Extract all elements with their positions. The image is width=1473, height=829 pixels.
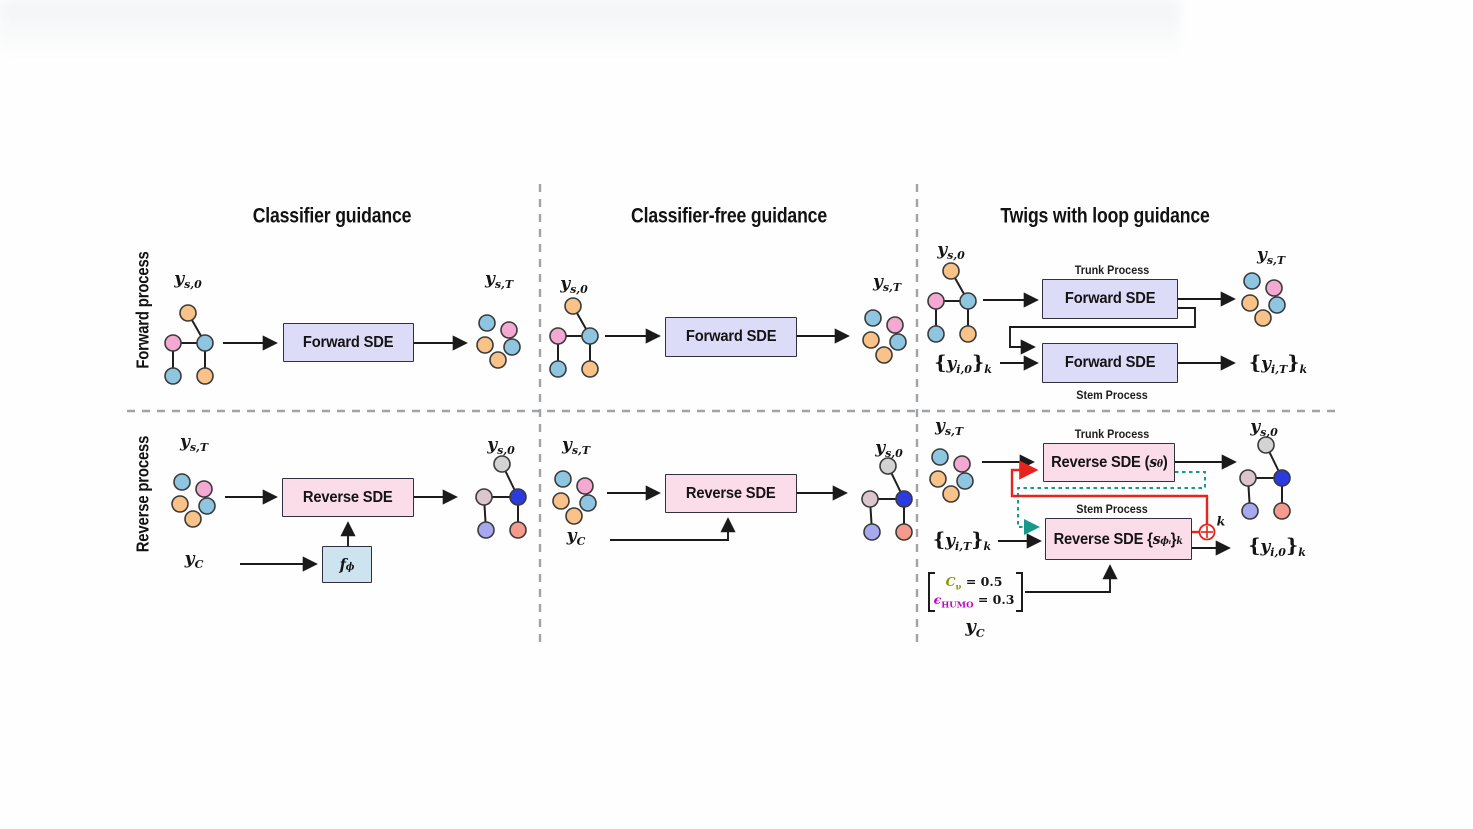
condition-cv: Cν = 0.5 (945, 573, 1003, 593)
label-y-s0: ys,0 (1250, 416, 1278, 440)
column-title-twigs-loop-guidance: Twigs with loop guidance (1000, 203, 1210, 228)
label-y-sT: ys,T (561, 434, 591, 458)
flow-arrows (223, 291, 1237, 593)
molecule-graph-output (1239, 436, 1291, 520)
molecule-graph-input (549, 297, 599, 378)
condition-ehumo: ϵHUMO = 0.3 (933, 591, 1015, 611)
label-y-s0: ys,0 (937, 239, 965, 263)
label-y-sT: ys,T (179, 431, 209, 455)
row-label-forward-process: Forward process (132, 251, 153, 369)
molecule-graph-input (927, 262, 977, 343)
trunk-forward-sde-box: Forward SDE (1042, 279, 1178, 319)
reverse-sde-label: Reverse SDE (686, 484, 776, 502)
label-y-s0: ys,0 (875, 437, 903, 461)
forward-sde-box: Forward SDE (665, 317, 797, 357)
forward-sde-label: Forward SDE (1064, 354, 1156, 371)
label-y-sT: ys,T (872, 271, 902, 295)
column-title-classifier-free-guidance: Classifier-free guidance (631, 203, 827, 228)
trunk-process-caption: Trunk Process (1074, 263, 1150, 277)
reverse-sde-label: Reverse SDE (303, 488, 393, 506)
molecule-graph-input (164, 304, 214, 385)
label-y-C: yC (566, 525, 586, 549)
label-y-sT: ys,T (484, 268, 514, 292)
noisy-dots (476, 314, 521, 369)
stem-forward-sde-box: Forward SDE (1042, 343, 1178, 383)
noisy-dots (171, 473, 216, 528)
panel-dividers (127, 184, 1341, 644)
reverse-sde-box: Reverse SDE (282, 478, 414, 517)
noisy-dots (862, 309, 907, 364)
label-y-s0: ys,0 (487, 434, 515, 458)
label-y-sT: ys,T (1256, 244, 1286, 268)
condition-elbow (610, 517, 736, 541)
label-set-y-i0-k: {yi,0}k (934, 351, 992, 377)
label-y-C: yC (184, 548, 204, 572)
forward-sde-label: Forward SDE (685, 328, 777, 345)
condition-elbow (1025, 564, 1118, 593)
label-y-s0: ys,0 (560, 273, 588, 297)
stem-to-trunk-guidance-loop (1010, 460, 1216, 541)
forward-sde-box: Forward SDE (283, 323, 414, 362)
faded-top-watermark (0, 0, 1180, 58)
bracket-right (1016, 572, 1023, 612)
molecule-graph-output (861, 457, 913, 541)
forward-sde-label: Forward SDE (1064, 290, 1156, 307)
label-y-sT: ys,T (934, 415, 964, 439)
molecule-graph-output (475, 455, 527, 539)
oplus-superscript-k: k (1216, 513, 1226, 529)
label-y-C: yC (965, 616, 985, 640)
label-set-y-i0-k: {yi,0}k (1248, 534, 1306, 560)
noisy-dots (929, 448, 974, 503)
noisy-dots (552, 470, 597, 525)
stem-process-caption: Stem Process (1076, 388, 1148, 402)
trunk-to-stem-feedback-dashed (1017, 471, 1206, 535)
trunk-to-stem-elbow (1009, 307, 1196, 355)
label-set-y-iT-k: {yi,T}k (932, 528, 992, 554)
row-label-reverse-process: Reverse process (132, 435, 153, 553)
bracket-left (928, 572, 935, 612)
reverse-sde-box: Reverse SDE (665, 474, 797, 513)
forward-sde-label: Forward SDE (303, 333, 394, 351)
column-title-classifier-guidance: Classifier guidance (252, 203, 412, 228)
trunk-process-caption: Trunk Process (1074, 427, 1150, 441)
label-set-y-iT-k: {yi,T}k (1248, 351, 1308, 377)
noisy-dots (1241, 272, 1286, 327)
stem-process-caption: Stem Process (1076, 502, 1148, 516)
label-y-s0: ys,0 (174, 268, 202, 292)
red-loop-path (1010, 460, 1209, 524)
